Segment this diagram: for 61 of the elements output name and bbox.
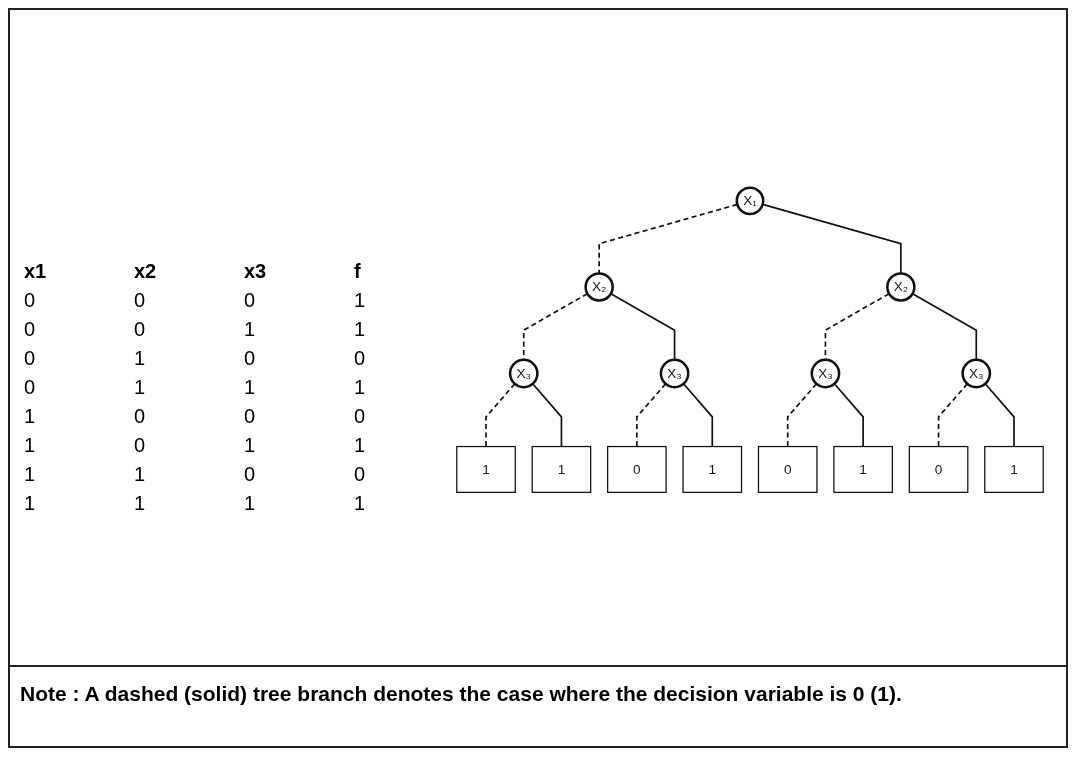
table-value: 0 xyxy=(244,405,257,428)
table-value: 0 xyxy=(24,376,37,399)
node-circle: X₃ xyxy=(961,358,992,389)
connector xyxy=(984,382,1015,448)
table-value: 0 xyxy=(354,347,367,370)
connector xyxy=(531,382,563,448)
node-circle: X₃ xyxy=(659,358,690,389)
table-header: f xyxy=(354,260,362,283)
table-value: 0 xyxy=(134,318,147,341)
table-value: 1 xyxy=(354,492,367,515)
table-value: 1 xyxy=(24,405,37,428)
table-value: 0 xyxy=(244,463,257,486)
node-box: 1 xyxy=(682,445,743,493)
table-value: 1 xyxy=(24,434,37,457)
table-value: 1 xyxy=(354,376,367,399)
table-value: 1 xyxy=(134,347,147,370)
table-value: 0 xyxy=(134,289,147,312)
node-circle: X₂ xyxy=(886,272,916,302)
node-box: 1 xyxy=(833,445,893,493)
node-box: 0 xyxy=(607,445,667,493)
table-value: 0 xyxy=(24,347,37,370)
table-value: 1 xyxy=(244,318,257,341)
table-value: 1 xyxy=(24,492,37,515)
table-value: 1 xyxy=(134,463,147,486)
table-value: 0 xyxy=(354,463,367,486)
table-value: 1 xyxy=(134,492,147,515)
node-circle: X₃ xyxy=(810,358,841,389)
connector xyxy=(610,292,676,361)
node-circle: X₂ xyxy=(584,272,614,302)
connector xyxy=(937,382,969,448)
node-circle: X₁ xyxy=(735,186,765,216)
table-value: 0 xyxy=(24,318,37,341)
table-value: 0 xyxy=(244,347,257,370)
connector xyxy=(485,382,516,448)
table-value: 1 xyxy=(244,492,257,515)
table-value: 1 xyxy=(24,463,37,486)
node-box: 1 xyxy=(531,445,592,493)
note-text: Note : A dashed (solid) tree branch denotes the case where the decision variable is 0 (1). xyxy=(20,682,902,706)
connector xyxy=(833,382,864,448)
table-value: 0 xyxy=(24,289,37,312)
node-box: 1 xyxy=(456,445,516,493)
table-header: x3 xyxy=(244,260,268,283)
node-box: 1 xyxy=(984,445,1044,493)
table-value: 0 xyxy=(244,289,257,312)
table-header: x2 xyxy=(134,260,158,283)
node-circle: X₃ xyxy=(508,358,539,389)
table-header: x1 xyxy=(24,260,48,283)
table-value: 1 xyxy=(244,434,257,457)
node-box: 0 xyxy=(908,445,969,493)
table-value: 0 xyxy=(354,405,367,428)
table-value: 0 xyxy=(134,405,147,428)
table-value: 1 xyxy=(354,434,367,457)
table-value: 1 xyxy=(134,376,147,399)
table-value: 0 xyxy=(134,434,147,457)
table-value: 1 xyxy=(354,289,367,312)
node-box: 0 xyxy=(757,445,818,493)
connector xyxy=(786,382,818,448)
connector xyxy=(682,382,714,448)
connector xyxy=(636,382,667,448)
table-value: 1 xyxy=(244,376,257,399)
table-value: 1 xyxy=(354,318,367,341)
